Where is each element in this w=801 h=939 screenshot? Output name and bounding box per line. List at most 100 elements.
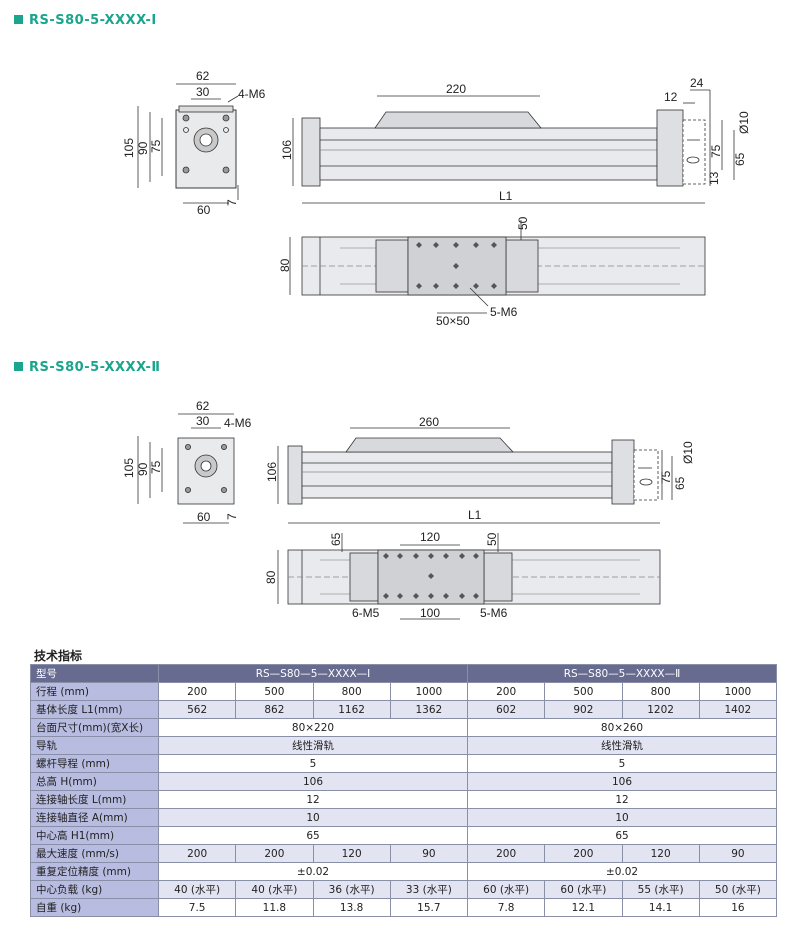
dim-80: 80 xyxy=(278,258,292,272)
table-cell: 862 xyxy=(235,700,314,719)
table-cell: 16 xyxy=(698,898,778,917)
dim-65-top: 65 xyxy=(329,532,343,546)
table-cell: ±0.02 xyxy=(158,862,468,881)
table-row-lead: 螺杆导程 (mm) 5 5 xyxy=(30,754,777,773)
dim-75: 75 xyxy=(149,460,163,474)
dim-5-m6: 5-M6 xyxy=(490,305,518,319)
dim-62: 62 xyxy=(196,69,210,83)
dim-50: 50 xyxy=(516,216,530,230)
section1-title-text: RS-S80-5-XXXX-Ⅰ xyxy=(29,13,157,28)
table-row-stroke: 行程 (mm) 200 500 800 1000 200 500 800 100… xyxy=(30,682,778,701)
dim-6-m5: 6-M5 xyxy=(352,606,380,620)
table-cell: 50 (水平) xyxy=(698,880,778,899)
dim-7: 7 xyxy=(225,199,239,206)
dim-50: 50 xyxy=(485,532,499,546)
table-header-row: 型号 RS—S80—5—XXXX—Ⅰ RS—S80—5—XXXX—Ⅱ xyxy=(30,664,777,683)
table-row-load: 中心负载 (kg) 40 (水平) 40 (水平) 36 (水平) 33 (水平… xyxy=(30,880,778,899)
table-cell: 562 xyxy=(157,700,237,719)
table-row-repeatability: 重复定位精度 (mm) ±0.02 ±0.02 xyxy=(30,862,777,881)
top-view-holes xyxy=(416,242,497,289)
dim-60: 60 xyxy=(197,510,211,524)
table-cell: 80×260 xyxy=(467,718,777,737)
dim-24: 24 xyxy=(690,76,704,90)
table-cell: 120 xyxy=(621,844,700,863)
row-label: 导轨 xyxy=(30,736,159,755)
header-model2: RS—S80—5—XXXX—Ⅱ xyxy=(467,664,777,683)
table-cell: 1402 xyxy=(698,700,778,719)
row-label: 基体长度 L1(mm) xyxy=(30,700,159,719)
table-cell: 65 xyxy=(158,826,468,845)
section2-title: RS-S80-5-XXXX-Ⅱ xyxy=(14,360,161,375)
table-cell: 800 xyxy=(312,682,391,701)
table-cell: 60 (水平) xyxy=(544,880,623,899)
table-cell: 1202 xyxy=(621,700,700,719)
table-cell: 60 (水平) xyxy=(466,880,546,899)
table-cell: 200 xyxy=(544,844,623,863)
table-cell: 36 (水平) xyxy=(312,880,391,899)
table-cell: 65 xyxy=(467,826,777,845)
dim-90: 90 xyxy=(136,462,150,476)
dim-30: 30 xyxy=(196,414,210,428)
dim-7: 7 xyxy=(225,513,239,520)
table-cell: 33 (水平) xyxy=(389,880,469,899)
row-label: 中心高 H1(mm) xyxy=(30,826,159,845)
dim-65: 65 xyxy=(733,152,747,166)
dim-106: 106 xyxy=(265,462,279,482)
table-cell: 200 xyxy=(466,682,546,701)
table-cell: 200 xyxy=(157,844,237,863)
dim-75: 75 xyxy=(149,139,163,153)
table-caption: 技术指标 xyxy=(34,649,83,663)
table-cell: 80×220 xyxy=(158,718,468,737)
dim-13: 13 xyxy=(707,171,721,185)
dim-105: 105 xyxy=(122,458,136,478)
dim-12: 12 xyxy=(664,90,678,104)
table-cell: 200 xyxy=(235,844,314,863)
dim-120: 120 xyxy=(420,530,440,544)
table-cell: 90 xyxy=(389,844,469,863)
dim-phi10: Ø10 xyxy=(681,441,695,464)
spec-table: 型号 RS—S80—5—XXXX—Ⅰ RS—S80—5—XXXX—Ⅱ 行程 (m… xyxy=(30,664,778,917)
dim-50x50: 50×50 xyxy=(436,314,470,328)
table-row-max-speed: 最大速度 (mm/s) 200 200 120 90 200 200 120 9… xyxy=(30,844,778,863)
dim-4-m6: 4-M6 xyxy=(238,87,266,101)
table-cell: 800 xyxy=(621,682,700,701)
table-cell: 55 (水平) xyxy=(621,880,700,899)
dim-75-right: 75 xyxy=(659,470,673,484)
table-cell: 200 xyxy=(157,682,237,701)
table-cell: 40 (水平) xyxy=(157,880,237,899)
table-cell: 902 xyxy=(544,700,623,719)
dim-105: 105 xyxy=(122,138,136,158)
dim-80: 80 xyxy=(264,570,278,584)
table-row-base-length: 基体长度 L1(mm) 562 862 1162 1362 602 902 12… xyxy=(30,700,778,719)
dim-100: 100 xyxy=(420,606,440,620)
table-row-shaft-length: 连接轴长度 L(mm) 12 12 xyxy=(30,790,777,809)
table-cell: 1362 xyxy=(389,700,469,719)
dim-l1: L1 xyxy=(468,508,482,522)
section2-drawing: 62 30 4-M6 105 90 75 60 7 106 260 Ø10 75… xyxy=(122,399,695,620)
row-label: 最大速度 (mm/s) xyxy=(30,844,159,863)
row-label: 中心负载 (kg) xyxy=(30,880,159,899)
table-cell: 14.1 xyxy=(621,898,700,917)
table-cell: 12 xyxy=(158,790,468,809)
table-cell: 12.1 xyxy=(544,898,623,917)
row-label: 螺杆导程 (mm) xyxy=(30,754,159,773)
header-label: 型号 xyxy=(30,664,159,683)
table-cell: 106 xyxy=(158,772,468,791)
table-row-weight: 自重 (kg) 7.5 11.8 13.8 15.7 7.8 12.1 14.1… xyxy=(30,898,778,917)
dim-260: 260 xyxy=(419,415,439,429)
table-cell: 1000 xyxy=(389,682,469,701)
dim-75-right: 75 xyxy=(709,144,723,158)
table-cell: 7.5 xyxy=(157,898,237,917)
dim-60: 60 xyxy=(197,203,211,217)
table-cell: 10 xyxy=(158,808,468,827)
table-cell: 106 xyxy=(467,772,777,791)
dim-90: 90 xyxy=(136,141,150,155)
dim-phi10: Ø10 xyxy=(737,111,751,134)
table-cell: 10 xyxy=(467,808,777,827)
table-cell: 线性滑轨 xyxy=(467,736,777,755)
dim-4-m6: 4-M6 xyxy=(224,416,252,430)
dim-5-m6: 5-M6 xyxy=(480,606,508,620)
table-row-shaft-diameter: 连接轴直径 A(mm) 10 10 xyxy=(30,808,777,827)
row-label: 自重 (kg) xyxy=(30,898,159,917)
table-cell: 200 xyxy=(466,844,546,863)
